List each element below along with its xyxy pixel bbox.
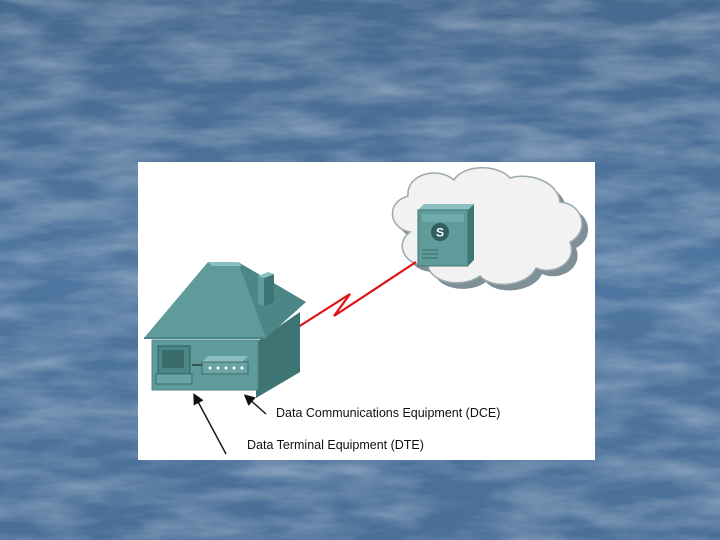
dce-label: Data Communications Equipment (DCE) [276,407,500,420]
dce-arrow [248,398,266,414]
server-icon: S [418,204,474,266]
computer-icon [156,346,192,384]
diagram-panel: S [138,162,595,460]
dte-label: Data Terminal Equipment (DTE) [247,439,424,452]
dte-arrow [196,398,226,454]
server-letter: S [436,226,444,240]
